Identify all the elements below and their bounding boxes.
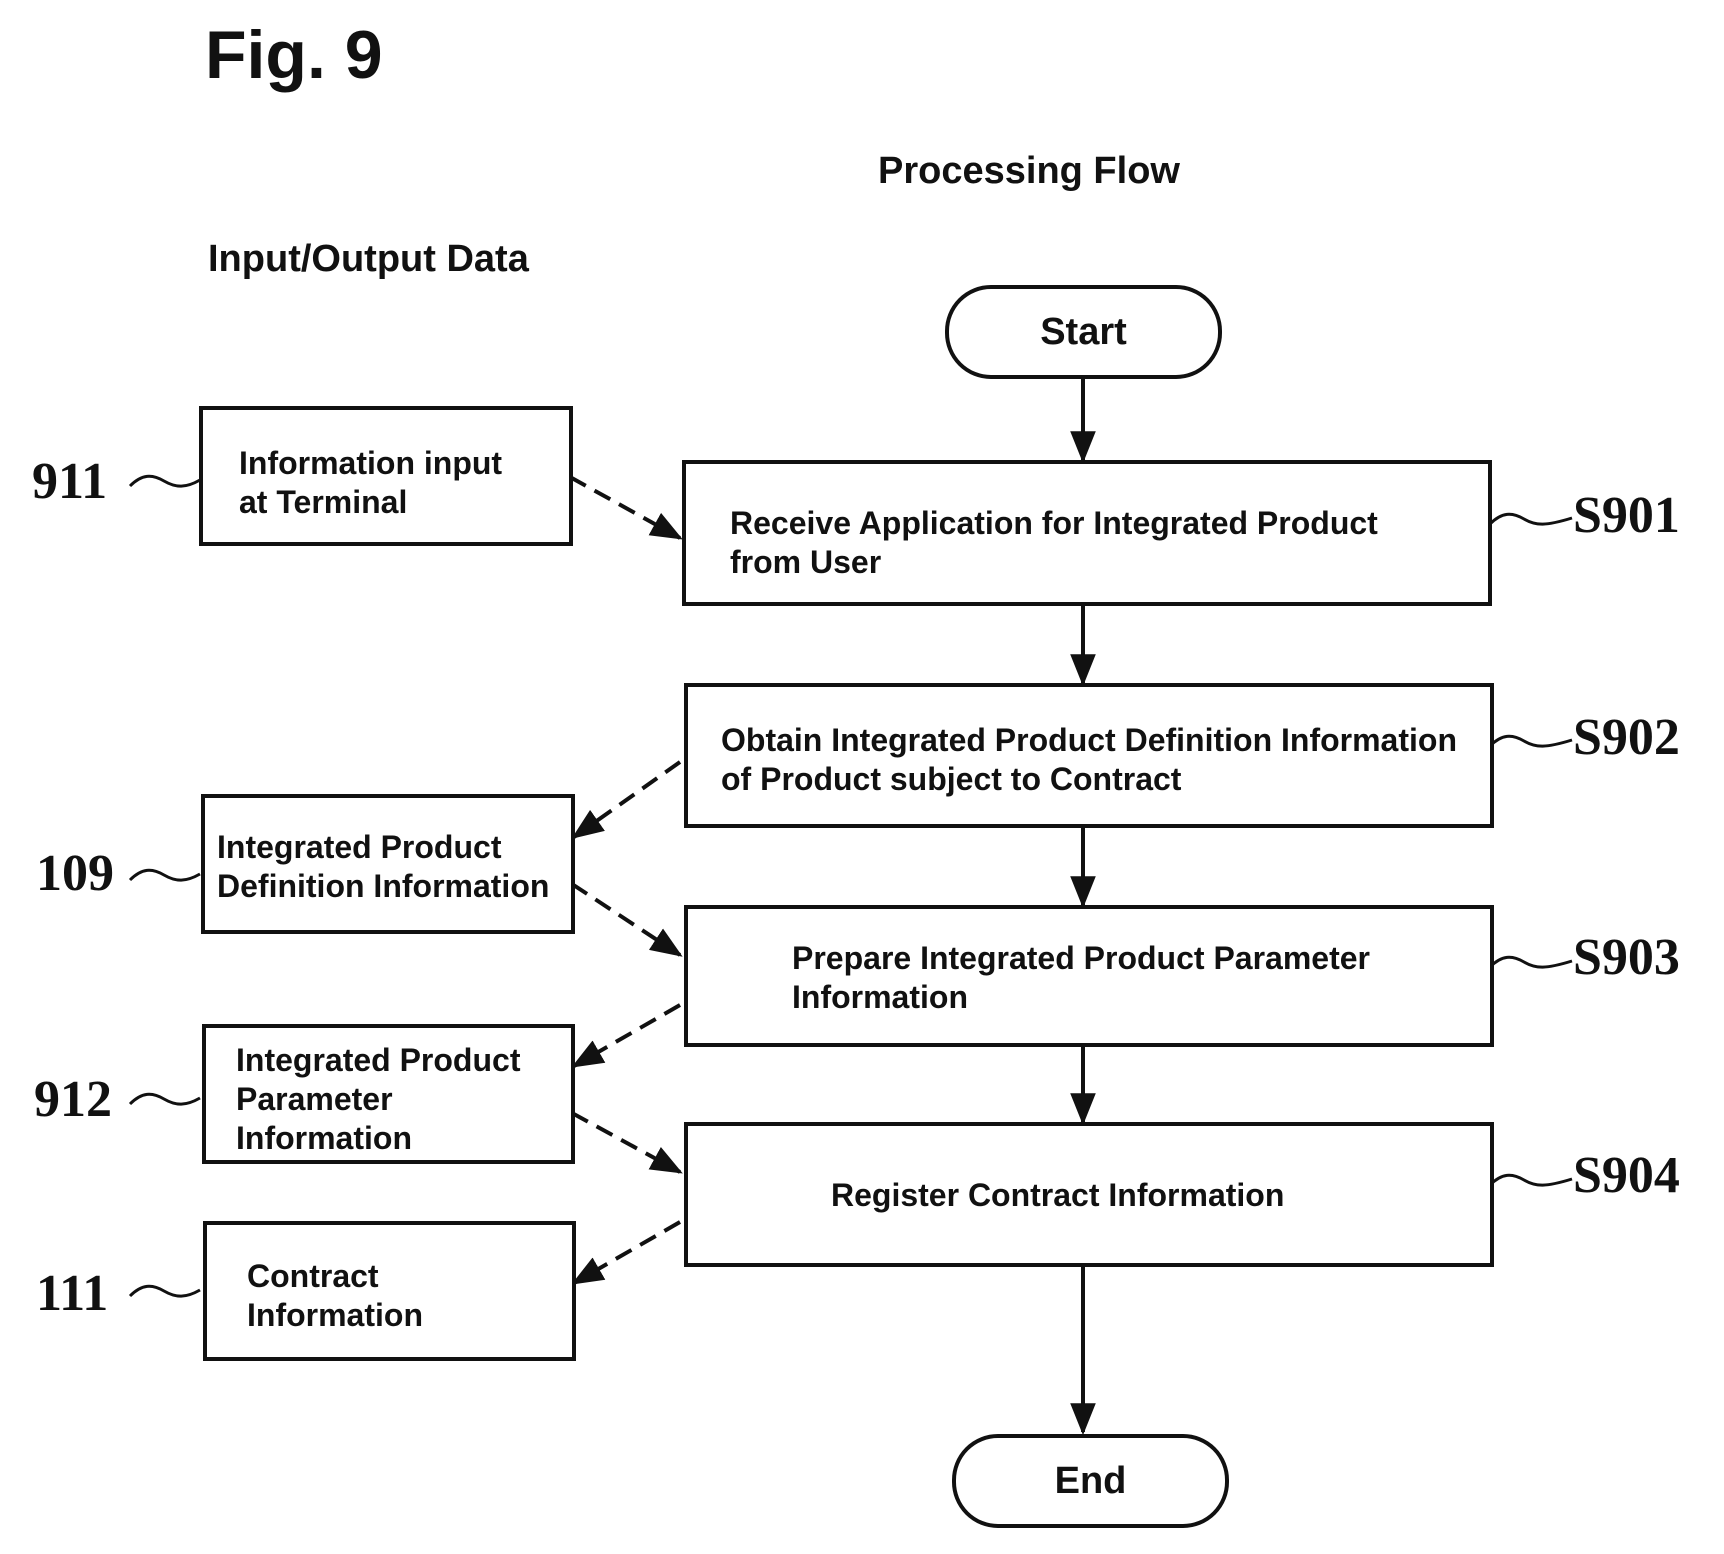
ref-s902: S902 — [1573, 712, 1680, 764]
ref-s903: S903 — [1573, 932, 1680, 984]
data-arrow-912-to-s904 — [572, 1113, 680, 1172]
ref-912: 912 — [34, 1074, 112, 1126]
leader-912 — [130, 1094, 200, 1104]
leader-s903 — [1490, 957, 1572, 967]
data-912-line-2: Parameter — [236, 1080, 393, 1119]
data-109-line-1: Integrated Product — [217, 828, 501, 867]
io-data-heading: Input/Output Data — [208, 238, 529, 281]
leader-s901 — [1490, 514, 1572, 524]
data-912-line-1: Integrated Product — [236, 1041, 520, 1080]
data-912-line-3: Information — [236, 1119, 412, 1158]
start-label: Start — [1040, 311, 1127, 354]
data-box-912: Integrated Product Parameter Information — [202, 1024, 575, 1164]
data-111-line-2: Information — [247, 1296, 423, 1335]
step-s902-line-1: Obtain Integrated Product Definition Inf… — [721, 721, 1457, 760]
data-arrow-911-to-s901 — [570, 477, 680, 538]
step-s901-line-1: Receive Application for Integrated Produ… — [730, 504, 1378, 543]
ref-s904: S904 — [1573, 1150, 1680, 1202]
leader-s902 — [1490, 736, 1572, 746]
process-step-s901: Receive Application for Integrated Produ… — [682, 460, 1492, 606]
start-terminal: Start — [945, 285, 1222, 379]
data-111-line-1: Contract — [247, 1257, 379, 1296]
step-s902-line-2: of Product subject to Contract — [721, 760, 1181, 799]
data-arrow-s904-to-111 — [574, 1222, 680, 1283]
step-s903-line-1: Prepare Integrated Product Parameter — [792, 939, 1370, 978]
leader-s904 — [1490, 1175, 1572, 1185]
data-109-line-2: Definition Information — [217, 867, 549, 906]
ref-109: 109 — [36, 848, 114, 900]
process-step-s903: Prepare Integrated Product Parameter Inf… — [684, 905, 1494, 1047]
leader-911 — [130, 476, 200, 486]
end-label: End — [1055, 1460, 1127, 1503]
process-step-s904: Register Contract Information — [684, 1122, 1494, 1267]
processing-flow-heading: Processing Flow — [878, 150, 1180, 193]
leader-109 — [130, 870, 200, 880]
data-911-line-2: at Terminal — [239, 483, 407, 522]
data-arrow-109-to-s903 — [572, 884, 680, 955]
step-s901-line-2: from User — [730, 543, 881, 582]
step-s903-line-2: Information — [792, 978, 968, 1017]
data-box-109: Integrated Product Definition Informatio… — [201, 794, 575, 934]
step-s904-line-1: Register Contract Information — [831, 1176, 1284, 1215]
process-step-s902: Obtain Integrated Product Definition Inf… — [684, 683, 1494, 828]
data-box-911: Information input at Terminal — [199, 406, 573, 546]
data-box-111: Contract Information — [203, 1221, 576, 1361]
leader-111 — [130, 1286, 200, 1296]
ref-911: 911 — [32, 456, 107, 508]
data-911-line-1: Information input — [239, 444, 502, 483]
ref-s901: S901 — [1573, 490, 1680, 542]
figure-label: Fig. 9 — [205, 16, 383, 94]
data-arrow-s902-to-109 — [574, 762, 680, 837]
data-arrow-s903-to-912 — [574, 1005, 680, 1066]
end-terminal: End — [952, 1434, 1229, 1528]
ref-111: 111 — [36, 1268, 108, 1320]
